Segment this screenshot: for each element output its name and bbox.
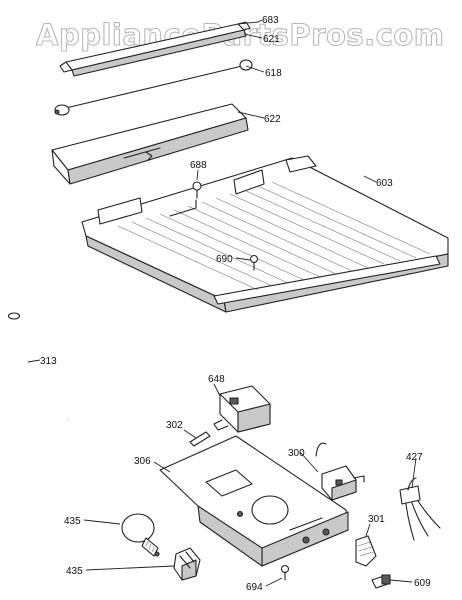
label-683: 683 xyxy=(262,15,279,26)
part-683-rail[interactable] xyxy=(59,21,251,77)
part-301-thermostat[interactable] xyxy=(355,535,377,567)
label-302: 302 xyxy=(166,420,183,431)
label-300: 300 xyxy=(288,448,305,459)
label-313: 313 xyxy=(40,356,57,367)
part-313-drain-tube[interactable] xyxy=(7,312,72,444)
label-648: 648 xyxy=(208,374,225,385)
label-690: 690 xyxy=(216,254,233,265)
part-427-harness[interactable] xyxy=(399,477,441,541)
label-688: 688 xyxy=(190,160,207,171)
label-435-bulb: 435 xyxy=(64,516,81,527)
part-688-screw[interactable] xyxy=(192,181,202,199)
leader-lines xyxy=(27,19,417,587)
label-609: 609 xyxy=(414,578,431,589)
part-306-housing[interactable] xyxy=(159,435,349,567)
part-618-rod[interactable] xyxy=(54,59,253,116)
label-694: 694 xyxy=(246,582,263,593)
part-622-tray[interactable] xyxy=(51,103,249,185)
label-603: 603 xyxy=(376,178,393,189)
label-622: 622 xyxy=(264,114,281,125)
part-435-socket[interactable] xyxy=(173,547,201,581)
label-427: 427 xyxy=(406,452,423,463)
part-648-timer[interactable] xyxy=(213,385,271,433)
part-300-switch[interactable] xyxy=(315,442,365,501)
label-301: 301 xyxy=(368,514,385,525)
part-435-bulb[interactable] xyxy=(121,513,160,557)
label-306: 306 xyxy=(134,456,151,467)
label-621: 621 xyxy=(263,34,280,45)
part-labels: 683 621 618 622 688 603 690 313 648 302 … xyxy=(40,15,431,593)
part-603-shelf[interactable] xyxy=(81,155,449,313)
label-435-socket: 435 xyxy=(66,566,83,577)
part-609-knob[interactable] xyxy=(371,574,391,589)
part-302-pin[interactable] xyxy=(189,431,211,447)
part-694-screw[interactable] xyxy=(280,564,290,581)
label-618: 618 xyxy=(265,68,282,79)
part-690-screw[interactable] xyxy=(249,254,259,271)
